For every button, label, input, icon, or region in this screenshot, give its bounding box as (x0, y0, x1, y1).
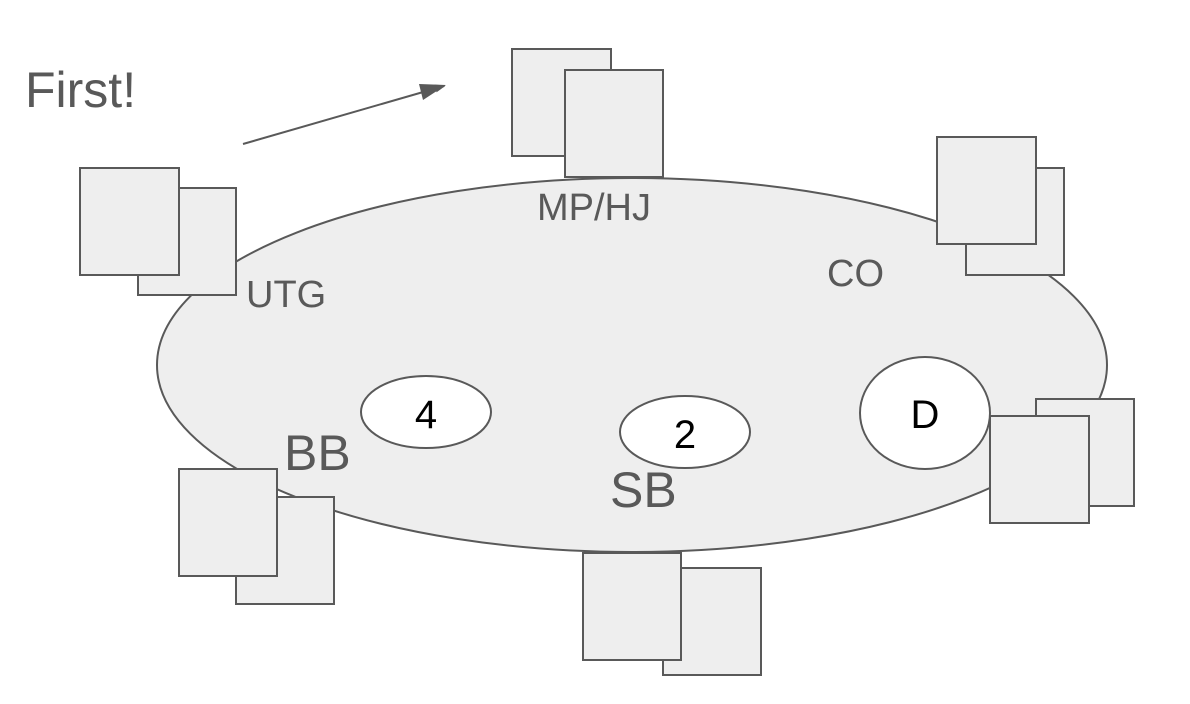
seat-utg-cards (79, 167, 237, 296)
card-front (79, 167, 180, 276)
position-label-bb: BB (284, 425, 351, 481)
seat-co-cards (936, 136, 1065, 276)
seat-sb-cards (582, 552, 762, 676)
first-arrow-head (419, 84, 446, 100)
card-front (936, 136, 1037, 245)
card-front (989, 415, 1090, 524)
position-label-mp-hj: MP/HJ (537, 187, 651, 229)
bb-chip (360, 375, 492, 449)
bb-chip-amount: 4 (415, 393, 437, 437)
first-annotation: First! (25, 62, 136, 118)
first-arrow (242, 86, 444, 145)
dealer-button (859, 356, 991, 470)
seat-bb-cards (178, 468, 335, 605)
card-front (564, 69, 664, 178)
seat-button-cards (989, 398, 1135, 524)
sb-chip-amount: 2 (674, 413, 696, 457)
position-label-utg: UTG (246, 274, 326, 316)
seat-mp-hj-cards (511, 48, 664, 178)
dealer-button-label: D (911, 393, 940, 437)
position-label-sb: SB (610, 462, 677, 518)
card-front (582, 552, 682, 661)
position-label-co: CO (827, 253, 884, 295)
card-front (178, 468, 278, 577)
sb-chip (619, 395, 751, 469)
